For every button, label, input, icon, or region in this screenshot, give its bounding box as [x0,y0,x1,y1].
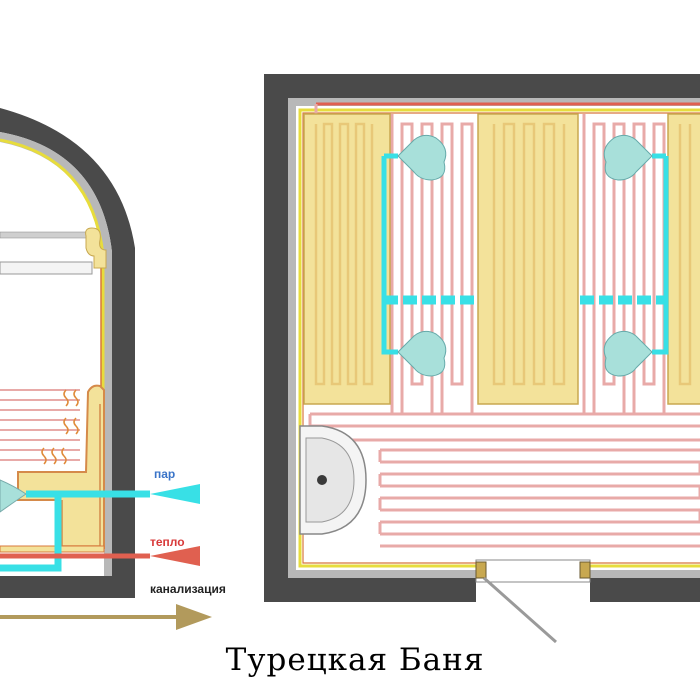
ceiling-cornice [0,231,93,239]
section-wall [0,108,135,598]
steam-label: пар [154,467,176,481]
bench-2 [477,113,579,405]
plan-insulation [298,108,700,568]
ceiling-cornice-lower [0,261,93,275]
plan-wall-bottom-right [590,578,700,602]
steam-nozzle-icon [603,134,653,181]
cornice-ornament [85,227,107,269]
section-insulation [0,138,105,548]
plan-lining-br [590,570,700,578]
bench-3 [667,113,700,405]
sewer-label: канализация [150,582,226,596]
plan-floor-coils [308,412,700,548]
section-steam-pipe [0,490,150,572]
door-leaf [483,576,557,644]
floor-plan [264,74,700,644]
plan-orange-lining [302,112,700,564]
steam-nozzle-icon [603,330,653,377]
plan-benches [303,113,700,405]
diagram-title: Турецкая Баня [225,642,485,678]
section-steam-nozzle-icon [0,479,27,513]
heat-label: тепло [150,535,185,549]
heat-arrow-icon [150,546,200,566]
sewer-arrow-icon [176,604,212,630]
steam-nozzle-icon [397,330,447,377]
plan-basin [299,425,367,535]
steam-arrow-icon [150,484,200,504]
plan-steam-nozzles [397,134,653,377]
plan-steam-pipes [381,153,669,355]
cross-section [0,108,212,630]
steam-nozzle-icon [397,134,447,181]
section-floor [0,545,105,553]
heat-wave-icons [41,389,79,465]
basin-drain-icon [317,475,327,485]
plan-door [475,559,591,644]
bench-1 [303,113,391,405]
